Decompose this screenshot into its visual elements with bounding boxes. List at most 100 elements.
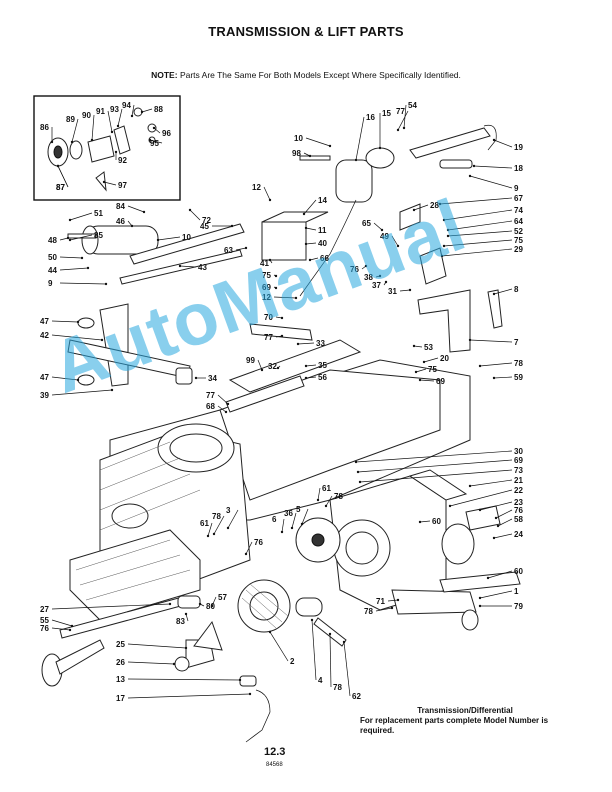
callout-leader xyxy=(479,590,513,599)
callout-leader-end xyxy=(172,662,176,666)
callout-leader xyxy=(157,236,181,241)
callout-31: 31 xyxy=(388,287,412,296)
callout-14: 14 xyxy=(302,196,327,216)
callout-number: 34 xyxy=(208,374,217,383)
callout-number: 41 xyxy=(260,259,269,268)
callout-leader xyxy=(127,678,241,681)
callout-number: 48 xyxy=(48,236,57,245)
callout-leader xyxy=(493,533,513,539)
callout-37: 37 xyxy=(372,280,388,290)
callout-46: 46 xyxy=(116,217,134,228)
callout-leader-end xyxy=(492,292,496,296)
callout-number: 63 xyxy=(224,246,233,255)
callout-number: 95 xyxy=(150,139,159,148)
callout-number: 35 xyxy=(318,361,327,370)
callout-number: 74 xyxy=(514,206,523,215)
callout-leader-end xyxy=(212,532,216,536)
callout-39: 39 xyxy=(40,388,114,400)
callout-number: 51 xyxy=(94,209,103,218)
callout-number: 77 xyxy=(264,333,273,342)
callout-leader xyxy=(297,342,315,345)
callout-leader-end xyxy=(358,480,362,484)
callout-number: 42 xyxy=(40,331,49,340)
callout-leader xyxy=(227,509,239,529)
callout-leader-end xyxy=(184,612,188,616)
callout-leader-end xyxy=(478,508,482,512)
callout-leader-end xyxy=(268,258,272,262)
callout-leader-end xyxy=(142,210,146,214)
callout-leader xyxy=(375,607,393,612)
callout-leader xyxy=(269,631,289,662)
callout-34: 34 xyxy=(194,374,217,383)
callout-leader xyxy=(149,139,163,144)
callout-17: 17 xyxy=(116,692,252,703)
callout-leader xyxy=(447,230,513,237)
callout-leader-end xyxy=(276,366,280,370)
callout-number: 60 xyxy=(514,567,523,576)
callout-number: 21 xyxy=(514,476,523,485)
callout-85: 85 xyxy=(68,231,103,242)
callout-leader xyxy=(141,108,153,113)
callout-leader xyxy=(439,197,513,205)
callout-58: 58 xyxy=(496,515,523,528)
callout-number: 78 xyxy=(333,683,342,692)
callout-number: 20 xyxy=(440,354,449,363)
callout-leader xyxy=(107,110,113,133)
callout-leader-end xyxy=(290,526,294,530)
callout-number: 8 xyxy=(514,285,519,294)
callout-number: 31 xyxy=(388,287,397,296)
callout-leader xyxy=(185,613,189,622)
callout-leader-end xyxy=(308,258,312,262)
callout-number: 75 xyxy=(428,365,437,374)
callout-number: 5 xyxy=(296,505,301,514)
callout-leader-end xyxy=(268,198,272,202)
callout-leader xyxy=(59,256,83,259)
callout-76: 76 xyxy=(40,624,72,633)
callout-87: 87 xyxy=(56,164,69,192)
callout-leader-end xyxy=(308,154,312,158)
callout-leader xyxy=(469,339,513,343)
callout-number: 69 xyxy=(514,456,523,465)
callout-88: 88 xyxy=(140,105,163,114)
callout-number: 9 xyxy=(48,279,53,288)
callout-76: 76 xyxy=(350,264,368,274)
callout-leader-end xyxy=(304,376,308,380)
callout-leader xyxy=(217,394,229,405)
callout-leader-end xyxy=(50,140,54,144)
callout-leader xyxy=(189,209,201,221)
callout-28: 28 xyxy=(412,201,439,212)
callout-number: 78 xyxy=(212,512,221,521)
note-text: Parts Are The Same For Both Models Excep… xyxy=(179,70,461,80)
callout-number: 12 xyxy=(252,183,261,192)
callout-leader-end xyxy=(248,692,252,696)
callout-number: 97 xyxy=(118,181,127,190)
callout-leader-end xyxy=(440,254,444,258)
figure-id: 84568 xyxy=(266,762,283,768)
callout-number: 3 xyxy=(226,506,231,515)
callout-leader-end xyxy=(130,224,134,228)
callout-leader-end xyxy=(414,370,418,374)
callout-leader xyxy=(127,693,251,699)
callout-6: 6 xyxy=(272,515,285,534)
callout-number: 43 xyxy=(198,263,207,272)
callout-leader-end xyxy=(478,364,482,368)
callout-leader xyxy=(317,487,321,501)
callout-leader xyxy=(397,110,409,131)
callout-84: 84 xyxy=(116,202,146,214)
callout-leader xyxy=(213,515,225,535)
upper-assemblies xyxy=(67,124,503,353)
callout-73: 73 xyxy=(358,466,523,484)
callout-leader-end xyxy=(390,606,394,610)
callout-97: 97 xyxy=(102,180,127,190)
callout-leader xyxy=(415,368,427,373)
callout-leader xyxy=(51,376,79,381)
callout-leader xyxy=(413,204,429,211)
callout-leader-end xyxy=(384,280,388,284)
callout-leader-end xyxy=(396,128,400,132)
callout-leader-end xyxy=(324,504,328,508)
callout-number: 55 xyxy=(40,616,49,625)
page-note: NOTE: Parts Are The Same For Both Models… xyxy=(0,70,612,80)
callout-leader xyxy=(103,181,117,186)
callout-4: 4 xyxy=(310,618,323,685)
callout-leader-end xyxy=(478,604,482,608)
